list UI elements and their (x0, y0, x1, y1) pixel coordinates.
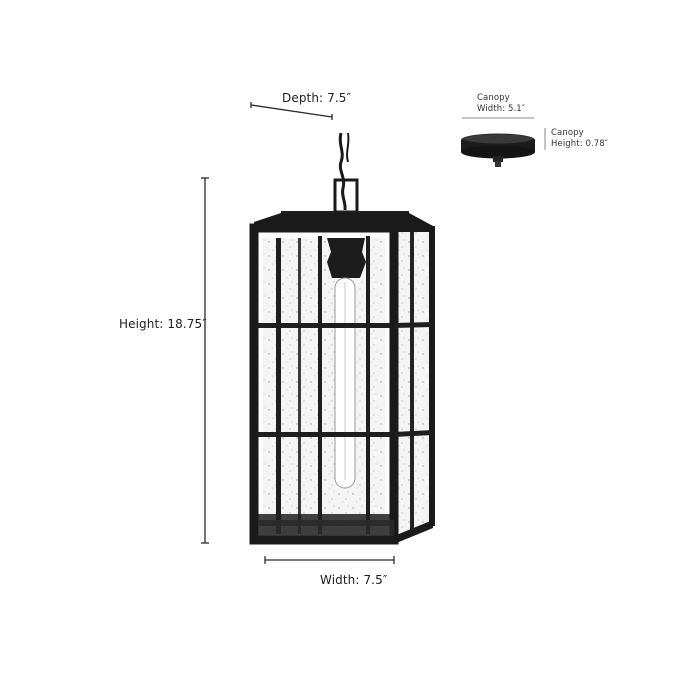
width-value: 7.5″ (363, 573, 388, 587)
height-label-text: Height: (119, 317, 164, 331)
depth-value: 7.5″ (327, 91, 352, 105)
height-label: Height: 18.75″ (119, 317, 207, 331)
height-value: 18.75″ (167, 317, 207, 331)
canopy-height-line1: Canopy (551, 128, 584, 138)
height-dimension-line (201, 177, 209, 544)
width-label-text: Width: (320, 573, 360, 587)
width-dimension-line (264, 556, 395, 564)
canopy-width-line1: Canopy (477, 93, 510, 103)
canopy-width-line2: Width: 5.1″ (477, 104, 526, 114)
width-label: Width: 7.5″ (320, 573, 387, 587)
canopy-image (461, 133, 535, 167)
depth-label-text: Depth: (282, 91, 324, 105)
canopy-height-line2: Height: 0.78″ (551, 139, 609, 149)
depth-dimension-line (250, 102, 333, 120)
lantern-image (249, 132, 435, 545)
depth-label: Depth: 7.5″ (282, 91, 351, 105)
canopy-height-label: Canopy Height: 0.78″ (551, 128, 608, 150)
canopy-width-label: Canopy Width: 5.1″ (477, 93, 525, 115)
